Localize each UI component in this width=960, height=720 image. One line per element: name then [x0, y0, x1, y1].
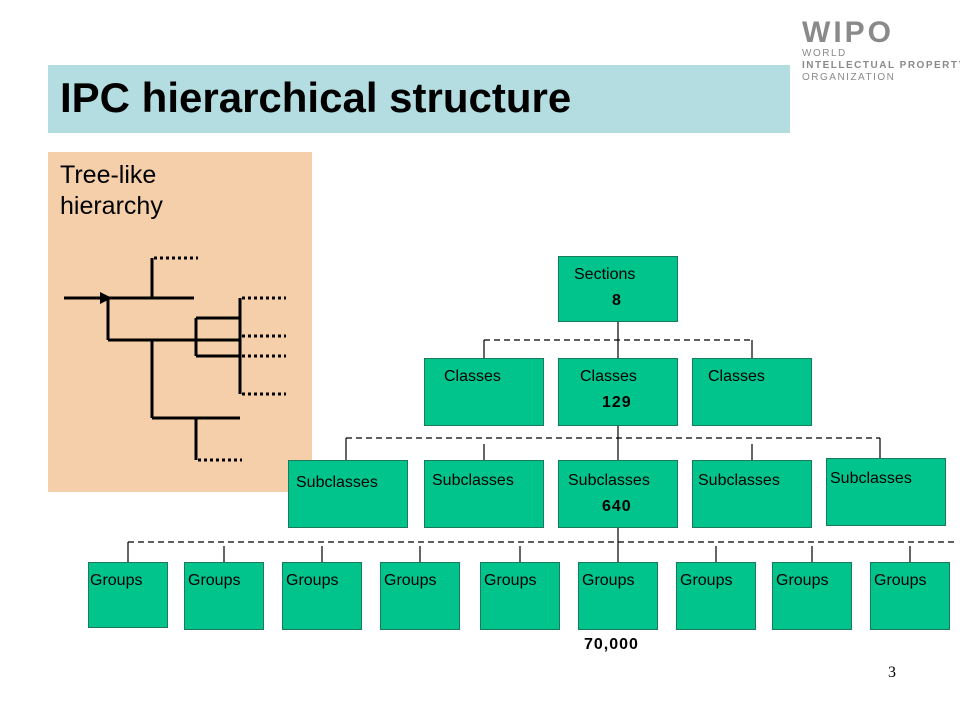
classes-label: Classes [708, 368, 765, 385]
groups-count: 70,000 [584, 636, 639, 653]
classes-node [692, 358, 812, 426]
groups-node [88, 562, 168, 628]
subclasses-label: Subclasses [296, 474, 378, 491]
groups-label: Groups [384, 572, 437, 589]
subclasses-node [558, 460, 678, 528]
subclasses-node [826, 458, 946, 526]
tree-icon-dots [154, 256, 286, 462]
classes-node [424, 358, 544, 426]
groups-node [282, 562, 362, 630]
groups-label: Groups [188, 572, 241, 589]
logo-line-world: WORLD [802, 48, 847, 59]
sections-node [558, 256, 678, 322]
groups-label: Groups [680, 572, 733, 589]
subclasses-node [692, 460, 812, 528]
sections-count: 8 [612, 292, 622, 309]
page-title: IPC hierarchical structure [60, 74, 572, 121]
groups-node [578, 562, 658, 630]
groups-label: Groups [90, 572, 143, 589]
subclasses-label: Subclasses [830, 470, 912, 487]
tree-icon [64, 258, 242, 460]
subclasses-count: 640 [602, 498, 632, 515]
logo-line-org: ORGANIZATION [802, 72, 896, 83]
page-number: 3 [888, 664, 896, 681]
subclasses-label: Subclasses [698, 472, 780, 489]
groups-node [676, 562, 756, 630]
classes-label: Classes [580, 368, 637, 385]
groups-node [184, 562, 264, 630]
groups-label: Groups [874, 572, 927, 589]
chart-dashed-connectors [128, 339, 958, 543]
logo-line-ip: INTELLECTUAL PROPERTY [802, 60, 960, 71]
groups-node [772, 562, 852, 630]
groups-label: Groups [776, 572, 829, 589]
subclasses-label: Subclasses [568, 472, 650, 489]
groups-node [480, 562, 560, 630]
classes-node [558, 358, 678, 426]
classes-label: Classes [444, 368, 501, 385]
panel-caption-line2: hierarchy [60, 192, 163, 220]
groups-node [870, 562, 950, 630]
subclasses-node [288, 460, 408, 528]
tree-hierarchy-panel [48, 152, 312, 492]
groups-label: Groups [286, 572, 339, 589]
groups-node [380, 562, 460, 630]
subclasses-label: Subclasses [432, 472, 514, 489]
subclasses-node [424, 460, 544, 528]
classes-count: 129 [602, 394, 632, 411]
panel-caption-line1: Tree-like [60, 161, 157, 189]
groups-label: Groups [582, 572, 635, 589]
title-bar [48, 65, 790, 133]
sections-label: Sections [574, 266, 636, 283]
logo-acronym: WIPO [802, 16, 894, 49]
panel-caption: Tree-like hierarchy [60, 160, 240, 222]
groups-label: Groups [484, 572, 537, 589]
